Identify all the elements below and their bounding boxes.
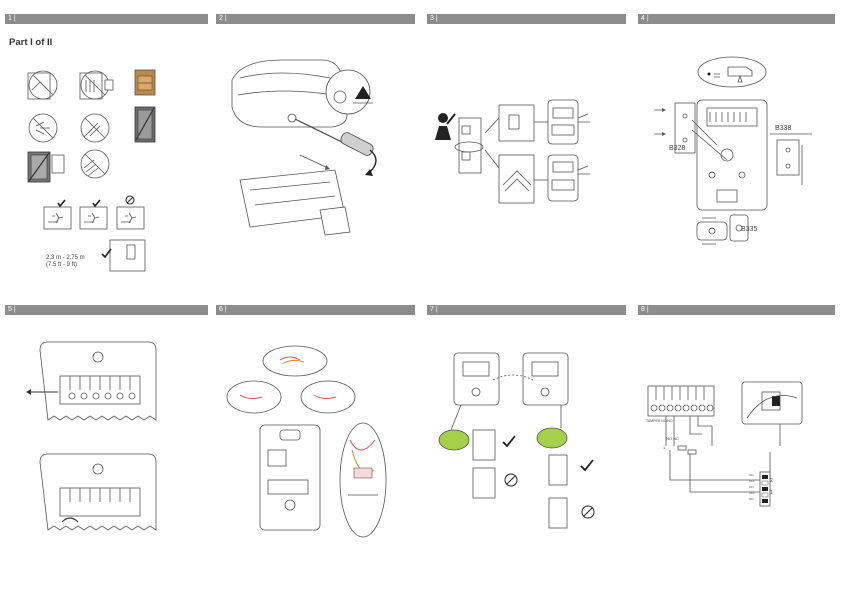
panel-2-diagram: [210, 0, 425, 300]
detector-corner-mounted: [547, 154, 590, 202]
panel-7-diagram: [421, 300, 636, 595]
dip-label-5: ON: [749, 497, 754, 501]
detector-board: [741, 381, 803, 446]
wiring-entry-illustration: [226, 345, 387, 538]
lens-wrong-a: [472, 467, 496, 499]
mounting-options-illustration: [435, 99, 590, 204]
panel-8-header: 8 |: [638, 305, 835, 315]
dip-label-1: ON: [749, 473, 754, 477]
panel-7-header: 7 |: [427, 305, 626, 315]
panel-3-diagram: [421, 0, 636, 300]
no-partition-icon: [134, 106, 156, 143]
terminal-removal-illustration: [26, 341, 157, 531]
terminal-block-top: [39, 341, 157, 421]
green-led-right: [536, 427, 568, 449]
swivel-bracket: [696, 214, 749, 245]
panel-4-diagram: [632, 0, 841, 300]
detector-a: [453, 352, 500, 406]
no-air-vent-icon: [80, 149, 110, 179]
lens-orientation-illustration: [438, 352, 595, 529]
dip-label-3: ON: [749, 485, 754, 489]
panel-1-diagram: [0, 0, 210, 300]
mounting-height-metric: 2,3 m - 2,75 m: [46, 255, 85, 261]
loop-label-2: 2: [770, 478, 773, 484]
part-title: Part I of II: [9, 37, 53, 48]
unlock-direction-icon: [325, 69, 373, 115]
dip-switch-block: [759, 471, 771, 507]
cover-removed: [239, 169, 351, 236]
no-heater-icon: [79, 70, 114, 100]
approach-direction-illustration: [43, 195, 145, 230]
prohibit-icon-b: [581, 505, 595, 519]
loop-label-1: 1: [663, 445, 666, 450]
mounting-height-imperial: (7.5 ft - 9 ft): [46, 262, 78, 268]
panel-6-diagram: [210, 300, 425, 595]
wire-entry-right-detail: [300, 380, 356, 414]
corner-mount-option: [498, 154, 535, 204]
panel-5-header: 5 |: [5, 305, 208, 315]
terminal-strip: [647, 385, 715, 417]
drill-icon-oval: [697, 56, 767, 88]
no-obstruction-box-icon: [134, 69, 156, 96]
lens-correct-b: [548, 454, 568, 486]
panel-3-number: 3 |: [430, 15, 438, 22]
panel-8-number: 8 |: [641, 306, 649, 313]
panel-3-header: 3 |: [427, 14, 626, 24]
panel-2-number: 2 |: [219, 15, 227, 22]
ceiling-bracket: [770, 133, 812, 185]
no-door-icon: [27, 151, 65, 183]
terminal-wiring-diagram: [647, 381, 803, 507]
contact-label: NO NC: [666, 436, 679, 441]
panel-1-header: 1 |: [5, 14, 208, 24]
check-icon-b: [580, 459, 594, 472]
model-b335-label: B335: [741, 226, 758, 233]
open-cover-illustration: [231, 59, 377, 236]
wall-plate: [674, 102, 696, 154]
flat-mount-option: [498, 104, 535, 142]
panel-1-number: 1 |: [8, 15, 16, 22]
panel-5-number: 5 |: [8, 306, 16, 313]
mounting-height-illustration: [101, 239, 146, 272]
dip-label-2: OFF: [749, 479, 755, 483]
tamper-terminal-label: TAMPER NC/NO: [646, 419, 673, 423]
terminal-block-bottom: [39, 453, 157, 531]
check-icon-a: [502, 435, 516, 448]
detector-closed: [231, 59, 348, 128]
panel-7-number: 7 |: [430, 306, 438, 313]
panel-8-diagram: [632, 300, 841, 595]
model-b328-label: B328: [669, 145, 686, 152]
dip-label-4: OFF: [749, 491, 755, 495]
detector-base-open: [696, 99, 768, 211]
no-glass-icon: [80, 113, 110, 143]
lens-correct-a: [472, 429, 496, 461]
prohibit-icon-a: [504, 473, 518, 487]
detector-base-wiring: [259, 424, 321, 531]
panel-6-number: 6 |: [219, 306, 227, 313]
panel-6-header: 6 |: [216, 305, 415, 315]
model-b338-label: B338: [775, 125, 792, 132]
no-sunlight-icon: [27, 70, 58, 100]
base-plate: [454, 117, 484, 174]
green-led-left: [438, 429, 470, 451]
detector-flat-mounted: [547, 99, 590, 145]
panel-2-header: 2 |: [216, 14, 415, 24]
wiring-zoom-oval: [339, 422, 387, 538]
no-fan-icon: [28, 113, 58, 143]
wire-entry-top-detail: [262, 345, 328, 377]
panel-4-number: 4 |: [641, 15, 649, 22]
bracket-mounting-illustration: [654, 56, 812, 245]
installer-icon: [435, 113, 456, 140]
mounting-restrictions-illustration: [27, 69, 156, 272]
wire-entry-left-detail: [226, 380, 282, 414]
loop-label-3: 1: [770, 490, 773, 496]
detector-b: [522, 352, 569, 406]
panel-5-diagram: [0, 300, 210, 595]
lens-wrong-b: [548, 497, 568, 529]
rotate-arrow-icon: [369, 149, 377, 173]
panel-4-header: 4 |: [638, 14, 835, 24]
